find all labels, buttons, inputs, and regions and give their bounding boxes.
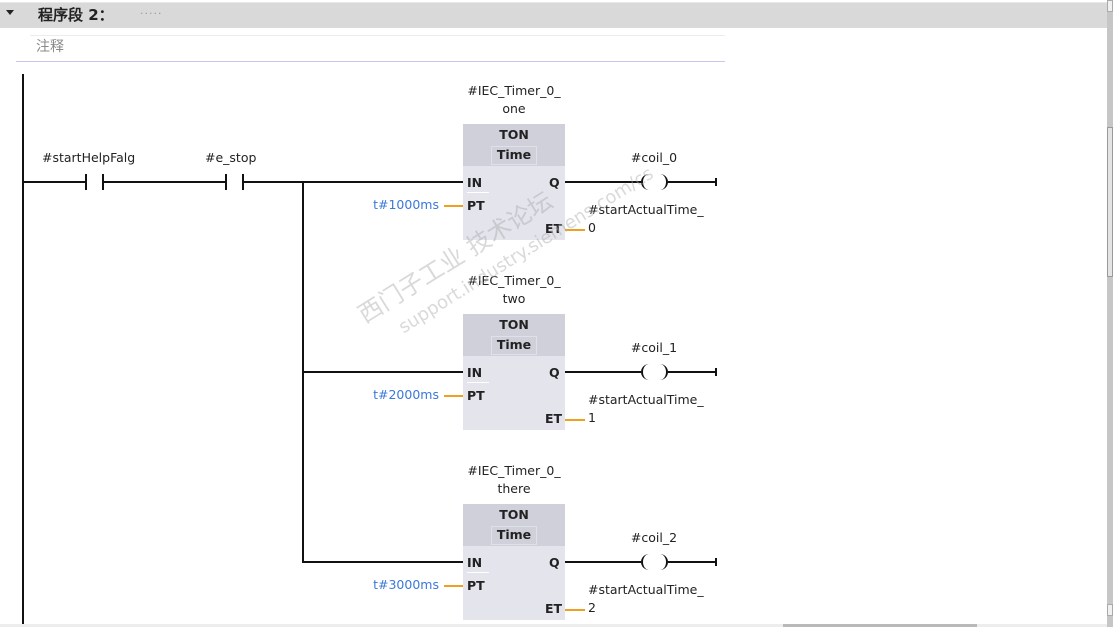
pin-in: IN <box>467 365 483 380</box>
timer-instance-name[interactable]: #IEC_Timer_0_ <box>467 83 561 98</box>
coil-wire <box>668 371 716 373</box>
vertical-scrollbar[interactable] <box>1107 0 1113 627</box>
timer-box[interactable]: TON Time IN PT Q ET <box>463 504 565 620</box>
horizontal-scrollbar[interactable] <box>0 624 1107 627</box>
scroll-down-arrow-icon[interactable] <box>1107 604 1113 616</box>
coil-operand[interactable]: #coil_2 <box>630 530 678 545</box>
pin-q: Q <box>549 175 560 190</box>
timer-instance-name-cont: there <box>497 481 531 496</box>
network-title-field[interactable]: ..... <box>140 4 163 17</box>
branch-wire <box>302 561 463 563</box>
pin-underline <box>467 572 489 573</box>
vertical-scrollbar-thumb[interactable] <box>1107 127 1113 277</box>
pin-et: ET <box>545 411 563 426</box>
horizontal-scrollbar-thumb[interactable] <box>783 624 977 627</box>
pin-in: IN <box>467 175 483 190</box>
et-param-wire <box>565 229 585 231</box>
contact-operand[interactable]: #e_stop <box>205 150 257 165</box>
contact-right-bar <box>242 174 244 190</box>
pin-underline <box>467 192 489 193</box>
contact-operand[interactable]: #startHelpFalg <box>42 150 136 165</box>
coil-right-paren <box>658 174 668 190</box>
coil-right-paren <box>658 364 668 380</box>
coil-wire <box>668 181 716 183</box>
timer-datatype[interactable]: Time <box>491 146 537 165</box>
pt-param-wire <box>444 205 463 207</box>
rung-end <box>715 558 717 566</box>
q-wire <box>565 561 641 563</box>
contact-left-bar <box>85 174 87 190</box>
timer-type: TON <box>499 127 529 142</box>
timer-type: TON <box>499 317 529 332</box>
pt-constant[interactable]: t#2000ms <box>373 387 439 402</box>
timer-box-header <box>463 504 565 546</box>
comment-divider <box>16 61 725 62</box>
et-param-wire <box>565 609 585 611</box>
coil-right-paren <box>658 554 668 570</box>
rung-wire <box>24 181 85 183</box>
rung-wire <box>244 181 463 183</box>
rung-wire <box>104 181 225 183</box>
coil-left-paren <box>641 554 651 570</box>
timer-instance-name[interactable]: #IEC_Timer_0_ <box>467 273 561 288</box>
branch-wire <box>302 371 463 373</box>
q-wire <box>565 371 641 373</box>
pin-pt: PT <box>467 578 485 593</box>
pin-underline <box>467 382 489 383</box>
timer-instance-name-cont: two <box>502 291 526 306</box>
timer-datatype[interactable]: Time <box>491 526 537 545</box>
timer-datatype[interactable]: Time <box>491 336 537 355</box>
coil-wire <box>668 561 716 563</box>
pin-et: ET <box>545 601 563 616</box>
pt-param-wire <box>444 585 463 587</box>
timer-box[interactable]: TON Time IN PT Q ET <box>463 314 565 430</box>
et-operand-cont: 1 <box>588 410 596 425</box>
pin-pt: PT <box>467 388 485 403</box>
timer-instance-name-cont: one <box>502 101 526 116</box>
contact-left-bar <box>225 174 227 190</box>
pt-constant[interactable]: t#3000ms <box>373 577 439 592</box>
rung-end <box>715 368 717 376</box>
coil-operand[interactable]: #coil_1 <box>630 340 678 355</box>
left-power-rail <box>22 74 24 627</box>
pin-et: ET <box>545 221 563 236</box>
contact-right-bar <box>102 174 104 190</box>
et-operand[interactable]: #startActualTime_ <box>588 202 704 217</box>
pt-param-wire <box>444 395 463 397</box>
network-header[interactable] <box>0 2 1107 28</box>
collapse-triangle-icon[interactable] <box>6 10 14 15</box>
et-operand-cont: 2 <box>588 600 596 615</box>
pin-q: Q <box>549 365 560 380</box>
pt-constant[interactable]: t#1000ms <box>373 197 439 212</box>
timer-box-header <box>463 314 565 356</box>
network-comment-field[interactable] <box>30 35 725 61</box>
et-operand[interactable]: #startActualTime_ <box>588 582 704 597</box>
timer-instance-name[interactable]: #IEC_Timer_0_ <box>467 463 561 478</box>
timer-box-header <box>463 124 565 166</box>
rung-end <box>715 178 717 186</box>
q-wire <box>565 181 641 183</box>
scroll-up-arrow-icon[interactable] <box>1107 0 1113 12</box>
et-operand[interactable]: #startActualTime_ <box>588 392 704 407</box>
network-title: 程序段 2： <box>38 6 114 24</box>
coil-operand[interactable]: #coil_0 <box>630 150 678 165</box>
timer-type: TON <box>499 507 529 522</box>
pin-q: Q <box>549 555 560 570</box>
et-operand-cont: 0 <box>588 220 596 235</box>
pin-in: IN <box>467 555 483 570</box>
timer-box[interactable]: TON Time IN PT Q ET <box>463 124 565 240</box>
network-comment-placeholder[interactable]: 注释 <box>36 39 64 55</box>
et-param-wire <box>565 419 585 421</box>
coil-left-paren <box>641 364 651 380</box>
coil-left-paren <box>641 174 651 190</box>
pin-pt: PT <box>467 198 485 213</box>
